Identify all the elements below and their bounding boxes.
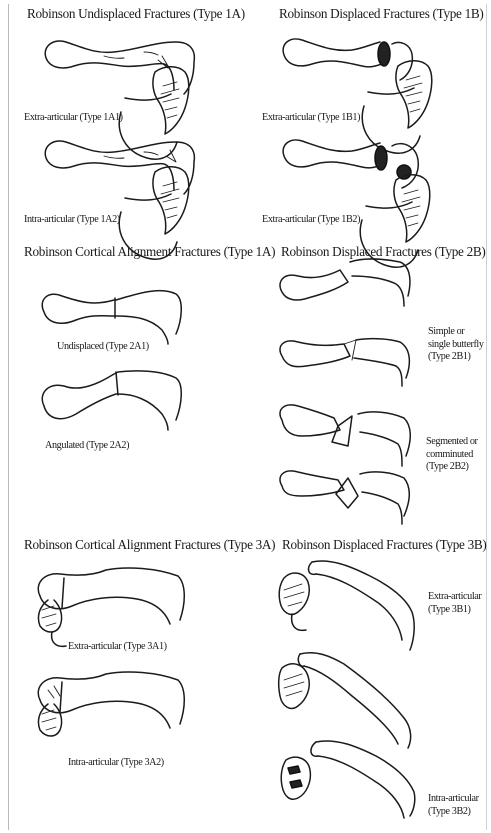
diagram-type-2a2 [42, 371, 181, 430]
diagram-type-1a2 [45, 141, 194, 259]
diagram-type-3b1 [279, 561, 414, 650]
diagram-type-2a1 [42, 291, 181, 344]
diagram-type-3b-middle [279, 653, 411, 748]
diagram-type-1b2 [283, 140, 430, 267]
diagram-type-2b1 [280, 259, 410, 386]
diagram-type-3a1 [38, 568, 184, 646]
diagram-type-3a2 [38, 672, 184, 736]
diagram-type-3b2 [281, 741, 415, 818]
diagram-type-1b1 [283, 39, 432, 153]
diagram-type-2b2 [280, 405, 410, 524]
